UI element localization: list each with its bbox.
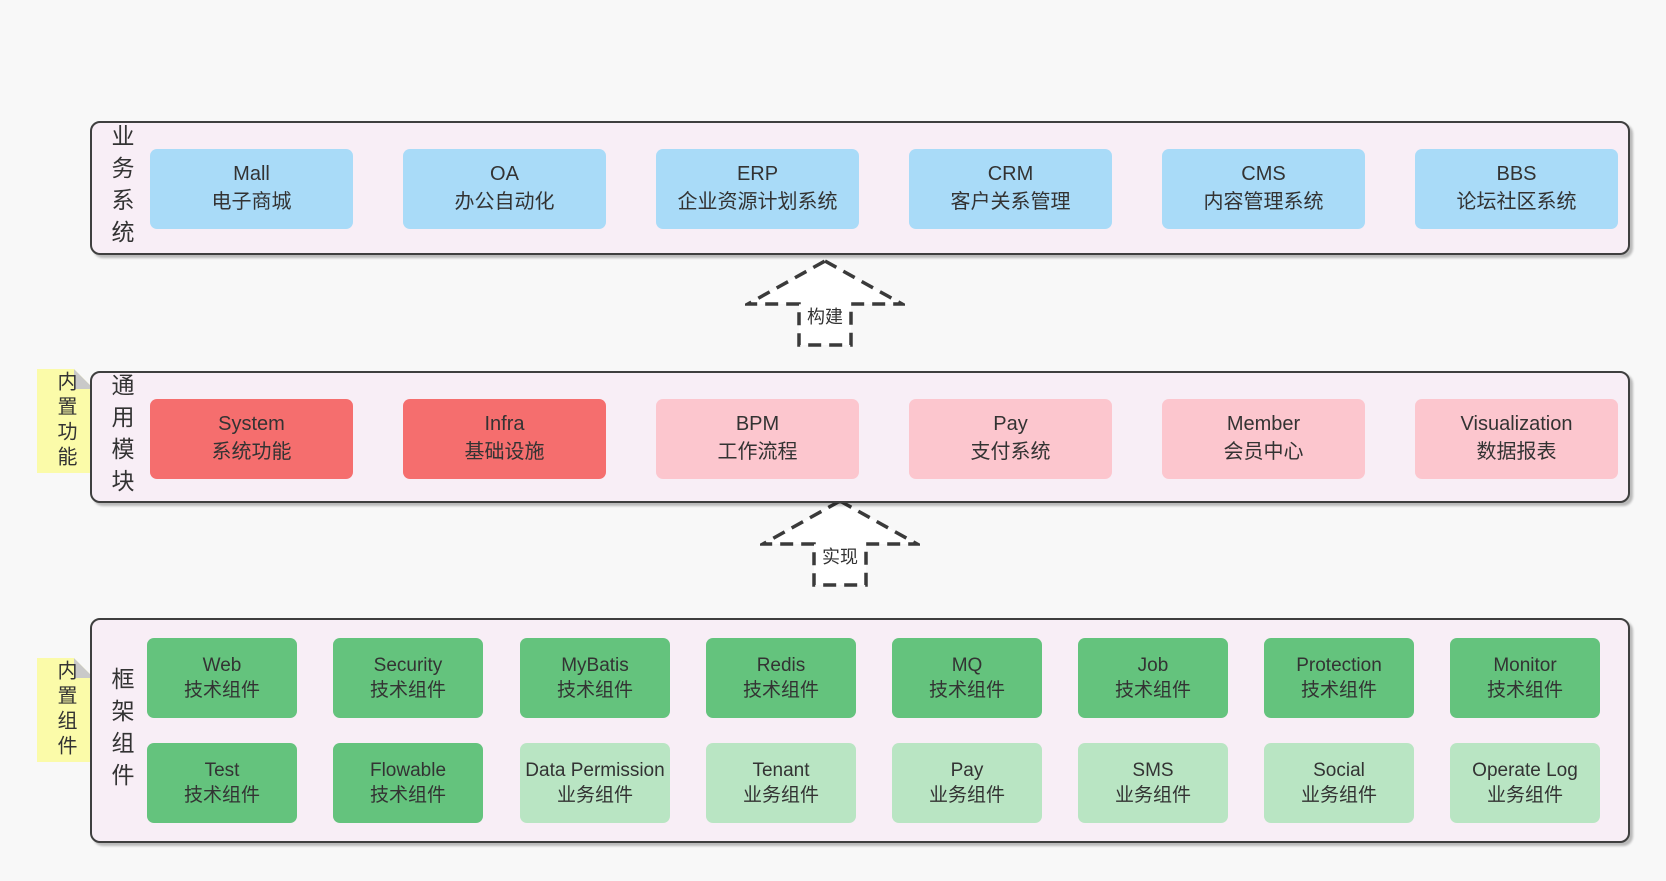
box-subtitle: 系统功能 <box>211 441 292 463</box>
box-subtitle: 业务组件 <box>928 785 1005 806</box>
box-subtitle: 会员中心 <box>1223 441 1304 463</box>
box-title: Data Permission <box>525 759 665 781</box>
box-redis: Redis 技术组件 <box>706 638 856 718</box>
box-subtitle: 内容管理系统 <box>1203 191 1324 213</box>
box-subtitle: 技术组件 <box>183 680 260 701</box>
box-title: CRM <box>987 163 1034 186</box>
box-flowable: Flowable 技术组件 <box>333 743 483 823</box>
box-mall: Mall 电子商城 <box>150 149 353 229</box>
box-title: Pay <box>993 413 1028 436</box>
sticky-note-builtin-components: 内置组件 <box>37 658 94 762</box>
box-subtitle: 业务组件 <box>556 785 633 806</box>
box-subtitle: 办公自动化 <box>454 191 555 213</box>
box-title: Visualization <box>1460 413 1573 436</box>
box-title: CMS <box>1241 163 1286 186</box>
box-title: Job <box>1137 654 1169 676</box>
sticky-note-label: 内置组件 <box>54 660 76 760</box>
box-subtitle: 技术组件 <box>1486 680 1563 701</box>
box-sms: SMS 业务组件 <box>1078 743 1228 823</box>
box-title: Pay <box>950 759 984 781</box>
box-subtitle: 业务组件 <box>742 785 819 806</box>
box-mybatis: MyBatis 技术组件 <box>520 638 670 718</box>
box-tenant: Tenant 业务组件 <box>706 743 856 823</box>
box-title: SMS <box>1132 759 1174 781</box>
box-title: Security <box>373 654 443 676</box>
box-pay-module: Pay 支付系统 <box>909 399 1112 479</box>
box-protection: Protection 技术组件 <box>1264 638 1414 718</box>
box-title: Tenant <box>752 759 810 781</box>
box-title: System <box>218 413 285 436</box>
box-title: Mall <box>233 163 270 186</box>
box-subtitle: 数据报表 <box>1476 441 1557 463</box>
box-crm: CRM 客户关系管理 <box>909 149 1112 229</box>
box-job: Job 技术组件 <box>1078 638 1228 718</box>
box-title: ERP <box>736 163 779 186</box>
arrow-build: 构建 <box>745 258 905 348</box>
box-subtitle: 业务组件 <box>1486 785 1563 806</box>
box-subtitle: 技术组件 <box>1114 680 1191 701</box>
box-infra: Infra 基础设施 <box>403 399 606 479</box>
band-label: 框架组件 <box>108 666 134 795</box>
box-monitor: Monitor 技术组件 <box>1450 638 1600 718</box>
band-common-modules: 通用模块 System 系统功能 Infra 基础设施 BPM 工作流程 Pay… <box>90 371 1630 503</box>
box-cms: CMS 内容管理系统 <box>1162 149 1365 229</box>
box-social: Social 业务组件 <box>1264 743 1414 823</box>
box-title: Protection <box>1296 654 1382 676</box>
box-bpm: BPM 工作流程 <box>656 399 859 479</box>
box-subtitle: 技术组件 <box>556 680 633 701</box>
band-framework-components: 框架组件 Web 技术组件 Security 技术组件 MyBatis 技术组件… <box>90 618 1630 843</box>
sticky-note-builtin-features: 内置功能 <box>37 369 94 473</box>
box-subtitle: 业务组件 <box>1114 785 1191 806</box>
band-label: 通用模块 <box>108 373 134 501</box>
box-system: System 系统功能 <box>150 399 353 479</box>
box-subtitle: 技术组件 <box>183 785 260 806</box>
box-subtitle: 客户关系管理 <box>950 191 1071 213</box>
arrow-implement: 实现 <box>760 498 920 588</box>
sticky-note-label: 内置功能 <box>54 371 76 471</box>
box-subtitle: 技术组件 <box>1300 680 1377 701</box>
box-title: MQ <box>951 654 983 676</box>
arrow-label: 实现 <box>820 543 860 569</box>
box-title: Test <box>204 759 240 781</box>
box-title: Redis <box>756 654 806 676</box>
box-mq: MQ 技术组件 <box>892 638 1042 718</box>
band-label: 业务系统 <box>108 124 134 252</box>
box-title: MyBatis <box>561 654 629 676</box>
box-title: OA <box>490 163 519 186</box>
box-title: Infra <box>484 413 525 436</box>
box-subtitle: 电子商城 <box>211 191 292 213</box>
box-title: Web <box>202 654 242 676</box>
arrow-label: 构建 <box>805 303 845 329</box>
box-subtitle: 基础设施 <box>464 441 545 463</box>
box-subtitle: 工作流程 <box>717 441 798 463</box>
box-bbs: BBS 论坛社区系统 <box>1415 149 1618 229</box>
box-title: Social <box>1313 759 1365 781</box>
box-test: Test 技术组件 <box>147 743 297 823</box>
box-security: Security 技术组件 <box>333 638 483 718</box>
box-title: Flowable <box>369 759 447 781</box>
box-subtitle: 技术组件 <box>369 785 446 806</box>
box-subtitle: 业务组件 <box>1300 785 1377 806</box>
box-pay-component: Pay 业务组件 <box>892 743 1042 823</box>
box-subtitle: 论坛社区系统 <box>1456 191 1577 213</box>
box-subtitle: 技术组件 <box>928 680 1005 701</box>
box-web: Web 技术组件 <box>147 638 297 718</box>
box-member: Member 会员中心 <box>1162 399 1365 479</box>
box-data-permission: Data Permission 业务组件 <box>520 743 670 823</box>
box-title: Operate Log <box>1472 759 1578 781</box>
box-subtitle: 企业资源计划系统 <box>677 191 838 213</box>
box-oa: OA 办公自动化 <box>403 149 606 229</box>
box-subtitle: 技术组件 <box>742 680 819 701</box>
box-subtitle: 支付系统 <box>970 441 1051 463</box>
box-subtitle: 技术组件 <box>369 680 446 701</box>
box-erp: ERP 企业资源计划系统 <box>656 149 859 229</box>
band-business-systems: 业务系统 Mall 电子商城 OA 办公自动化 ERP 企业资源计划系统 CRM… <box>90 121 1630 255</box>
box-title: Monitor <box>1493 654 1557 676</box>
box-operate-log: Operate Log 业务组件 <box>1450 743 1600 823</box>
box-title: BPM <box>735 413 780 436</box>
box-title: BBS <box>1496 163 1537 186</box>
box-visualization: Visualization 数据报表 <box>1415 399 1618 479</box>
box-title: Member <box>1226 413 1301 436</box>
